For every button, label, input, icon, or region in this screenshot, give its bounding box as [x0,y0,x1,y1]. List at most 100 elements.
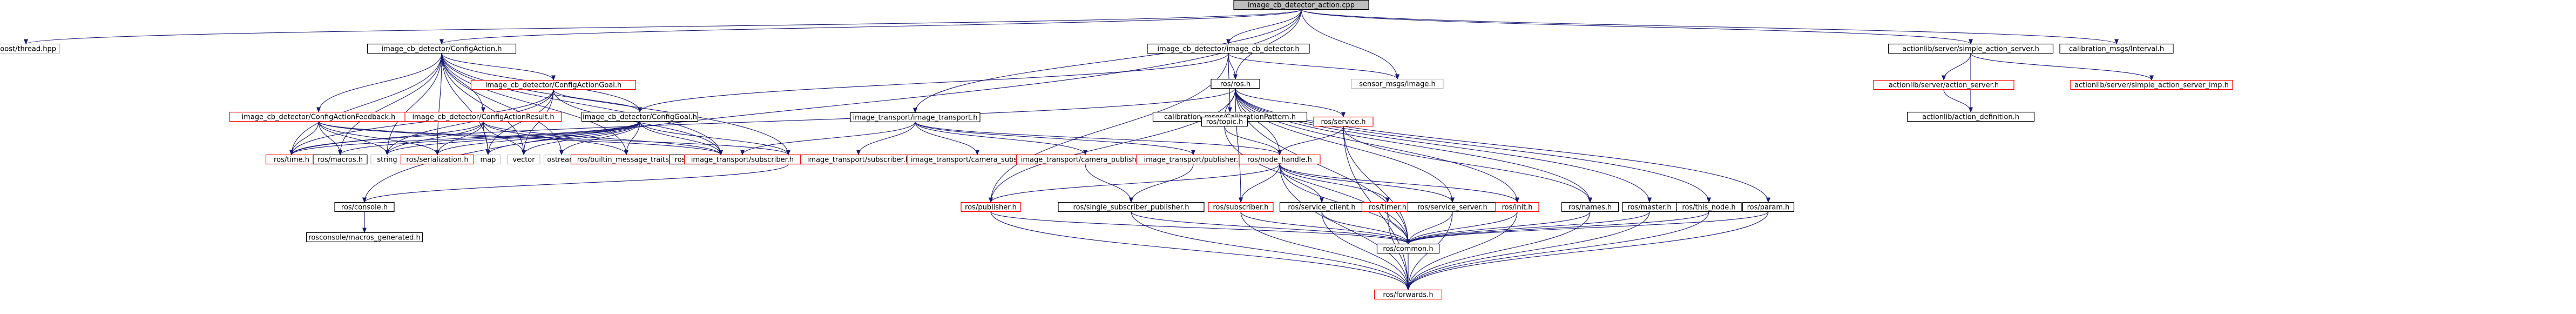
edge-root-to-cal-interval [1301,9,2119,45]
node-box [1233,0,1369,10]
edge-cfg-action-to-ros-serial [435,53,442,156]
node-ros-time-h[interactable]: ros/time.h [265,154,318,165]
node-label: ros/publisher.h [965,204,1017,212]
node-calibration-msgs-interval-h[interactable]: calibration_msgs/Interval.h [2059,43,2174,54]
node-image-cb-detector-configaction-h[interactable]: image_cb_detector/ConfigAction.h [367,43,517,54]
edge-cfg-feedback-to-string [318,121,389,156]
edge-cfg-action-to-ros-msgops [441,53,723,156]
edge-ros-h-to-ros-time [289,88,1236,156]
node-actionlib-action-definition-h[interactable]: actionlib/action_definition.h [1906,111,2035,122]
node-vector: vector [507,154,540,165]
edge-cfg-goal-to-ostream [559,121,640,156]
edge-ros-h-to-ros-param [1235,88,1770,203]
edge-cfg-goal-h-to-vector [522,89,554,156]
edge-ros-thisnode-to-ros-forwards [1406,211,1709,291]
node-image-cb-detector-image-cb-detector-h[interactable]: image_cb_detector/image_cb_detector.h [1147,43,1310,54]
node-actionlib-server-action-server-h[interactable]: actionlib/server/action_server.h [1873,79,2014,90]
node-label: actionlib/server/action_server.h [1889,82,1999,90]
edge-icb-detector-to-ros-publisher [989,53,1229,203]
node-ros-macros-h[interactable]: ros/macros.h [313,154,368,165]
node-actionlib-server-simple-action-server-h[interactable]: actionlib/server/simple_action_server.h [1888,43,2054,54]
node-ros-builtin-message-traits-h[interactable]: ros/builtin_message_traits.h [570,154,682,165]
edge-cfg-goal-h-to-ros-msgops [553,89,723,156]
node-ros-ros-h[interactable]: ros/ros.h [1211,78,1260,89]
node-label: ros/common.h [1383,245,1433,253]
node-label: image_transport/image_transport.h [853,114,978,122]
node-ros-this-node-h[interactable]: ros/this_node.h [1676,202,1742,212]
node-image-cb-detector-configgoal-h[interactable]: image_cb_detector/ConfigGoal.h [581,111,699,122]
node-label: ros/this_node.h [1682,204,1735,212]
node-box [2059,43,2174,54]
node-ros-service-client-h[interactable]: ros/service_client.h [1279,202,1364,212]
node-ros-forwards-h[interactable]: ros/forwards.h [1374,289,1443,300]
edge-ros-h-to-ros-publisher [989,88,1236,203]
edge-it-h-to-it-sub2 [856,122,916,156]
node-image-cb-detector-configactiongoal-h[interactable]: image_cb_detector/ConfigActionGoal.h [470,79,637,90]
node-image-transport-camera-subscriber-h[interactable]: image_transport/camera_subscriber.h [907,154,1048,165]
node-image-transport-subscriber-h[interactable]: image_transport/subscriber.h [800,154,917,165]
node-ros-names-h[interactable]: ros/names.h [1561,202,1619,212]
node-label: image_transport/subscriber.h [691,156,794,164]
node-image-cb-detector-configactionfeedback-h[interactable]: image_cb_detector/ConfigActionFeedback.h [229,111,408,122]
node-ros-service-server-h[interactable]: ros/service_server.h [1407,202,1498,212]
node-box [1888,43,2054,54]
edge-ros-service-client-to-ros-common [1321,211,1410,245]
node-label: ros/service.h [1321,118,1365,126]
edge-ros-service-to-ros-common [1343,126,1410,245]
node-ros-console-h[interactable]: ros/console.h [334,202,395,212]
node-ros-service-h[interactable]: ros/service.h [1313,116,1374,127]
edge-root-to-it-h [913,9,1302,113]
node-ros-single-subscriber-publisher-h[interactable]: ros/single_subscriber_publisher.h [1058,202,1205,212]
node-ros-subscriber-h[interactable]: ros/subscriber.h [1208,202,1274,212]
edge-it-h-to-it-camsub [915,122,979,156]
edge-root-to-sensor-image [1301,9,1399,80]
edge-cfg-goal-h-to-ros-time [289,89,554,156]
node-actionlib-server-simple-action-server-imp-h[interactable]: actionlib/server/simple_action_server_im… [2070,79,2233,90]
edge-cfg-goal-to-ros-macros [338,121,640,156]
node-label: actionlib/server/simple_action_server.h [1902,45,2039,54]
edge-ros-publisher-to-ros-common [990,211,1410,245]
node-label: string [377,156,397,164]
edge-ros-param-to-ros-forwards [1406,211,1769,291]
node-box [961,202,1021,212]
node-label: actionlib/server/simple_action_server_im… [2074,82,2229,90]
node-label: vector [512,156,535,164]
node-ros-master-h[interactable]: ros/master.h [1622,202,1677,212]
node-ros-init-h[interactable]: ros/init.h [1495,202,1539,212]
edge-cfg-action-to-cfg-feedback [316,53,442,113]
edge-it-h-to-it-pub [915,122,1195,156]
node-box [1873,79,2014,90]
node-image-transport-subscriber-h[interactable]: image_transport/subscriber.h [684,154,801,165]
node-ros-common-h[interactable]: ros/common.h [1376,243,1440,254]
edge-cfg-result-to-vector [483,121,526,156]
node-image-transport-image-transport-h[interactable]: image_transport/image_transport.h [850,112,981,123]
edge-cfg-goal-to-ros-assert [639,121,790,156]
edge-ros-topic-to-ros-common [1224,126,1410,245]
edge-ros-param-to-ros-common [1406,211,1769,245]
edge-cfg-goal-to-ros-serial [435,121,640,156]
node-label: image_cb_detector_action.cpp [1248,2,1355,10]
node-image-transport-camera-publisher-h[interactable]: image_transport/camera_publisher.h [1016,154,1155,165]
node-image-cb-detector-action-cpp: image_cb_detector_action.cpp [1233,0,1369,10]
edge-ros-nodehandle-to-ros-subscriber [1239,164,1280,203]
edge-ros-h-to-ros-master [1235,88,1652,203]
node-ros-param-h[interactable]: ros/param.h [1742,202,1795,212]
edge-sas-h-to-as-h [1942,53,1971,81]
node-label: ros/master.h [1627,204,1671,212]
node-ros-topic-h[interactable]: ros/topic.h [1201,116,1248,127]
node-ros-timer-h[interactable]: ros/timer.h [1361,202,1414,212]
edge-icb-detector-to-sensor-image [1228,53,1399,80]
node-label: ros/macros.h [317,156,363,164]
edge-ros-service-to-ros-names [1343,126,1592,203]
node-image-transport-publisher-h[interactable]: image_transport/publisher.h [1136,154,1250,165]
node-ros-publisher-h[interactable]: ros/publisher.h [961,202,1021,212]
edge-it-h-to-it-campub [915,122,1087,156]
node-label: ros/single_subscriber_publisher.h [1073,204,1189,212]
node-ros-serialization-h[interactable]: ros/serialization.h [400,154,475,165]
edge-cfg-goal-h-to-cfg-goal [553,89,642,113]
node-ros-node-handle-h[interactable]: ros/node_handle.h [1239,154,1321,165]
node-rosconsole-macros-generated-h[interactable]: rosconsole/macros_generated.h [306,232,423,243]
edge-root-to-icb-detector [1226,9,1302,45]
node-image-cb-detector-configactionresult-h[interactable]: image_cb_detector/ConfigActionResult.h [404,111,562,122]
